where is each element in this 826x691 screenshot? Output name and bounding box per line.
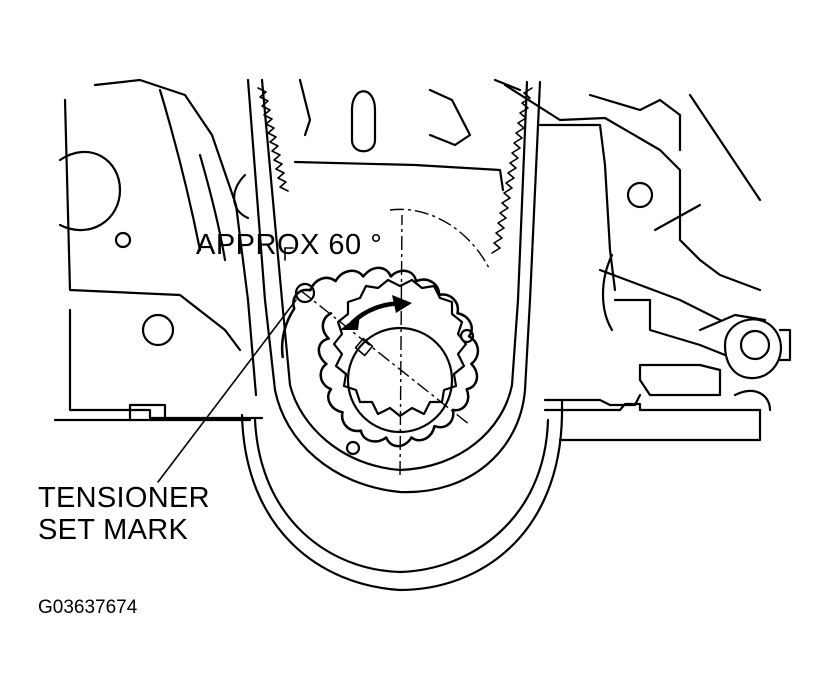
timing-belt xyxy=(246,78,542,494)
angle-arrow xyxy=(340,295,412,330)
figure-code: G03637674 xyxy=(38,597,138,618)
tensioner xyxy=(284,247,316,304)
timing-cover xyxy=(240,398,564,592)
tensioner-label-line1: TENSIONER xyxy=(38,482,210,514)
engine-block-outline xyxy=(53,78,792,442)
angle-label: APPROX 60 ° xyxy=(196,229,383,261)
tensioner-label-line2: SET MARK xyxy=(38,514,189,546)
tensioner-set-mark-label: TENSIONER SET MARK xyxy=(38,482,210,546)
set-mark-lines xyxy=(299,208,491,476)
sprocket-teeth xyxy=(280,266,480,448)
leader-line xyxy=(157,299,297,483)
